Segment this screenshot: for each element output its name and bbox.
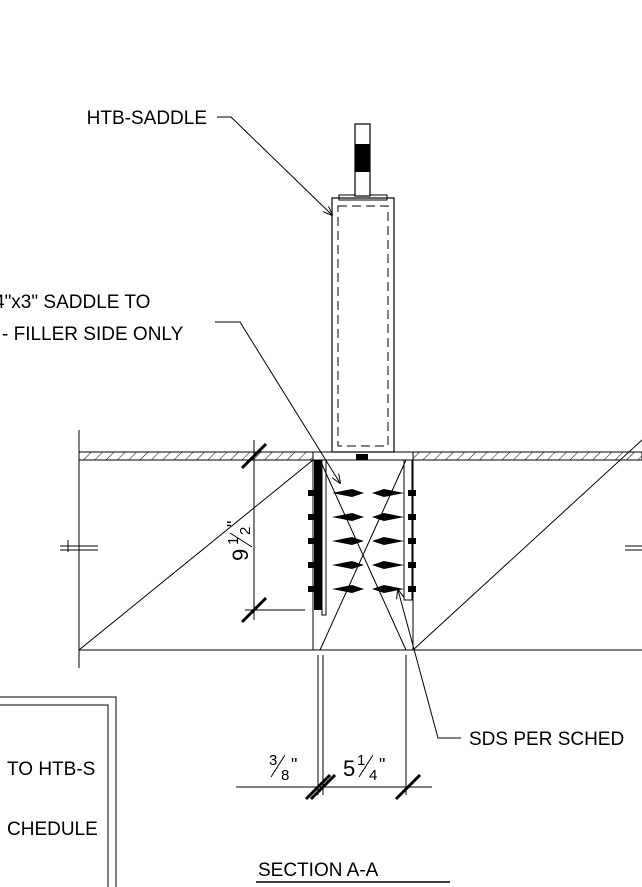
threaded-rod — [354, 123, 371, 197]
height-whole: 9 — [228, 549, 253, 561]
screws — [308, 489, 416, 593]
height-num: 1 — [225, 537, 242, 545]
height-dim-text: 9 1 2 " — [224, 521, 254, 561]
screw-row-3 — [308, 537, 416, 545]
sds-note: SDS PER SCHED — [469, 729, 624, 750]
screw-row-1 — [308, 489, 416, 497]
saddle-note-line2: - FILLER SIDE ONLY — [2, 324, 184, 345]
main-width-den: 4 — [369, 767, 377, 784]
main-width-whole: 5 — [343, 756, 355, 781]
height-unit: " — [224, 521, 244, 527]
left-width-unit: " — [291, 755, 297, 775]
leaders — [215, 116, 461, 739]
left-width-den: 8 — [281, 767, 289, 784]
box-text-line2: CHEDULE — [7, 819, 98, 840]
main-width-unit: " — [379, 755, 385, 775]
left-width-text: 3 8 " — [269, 752, 297, 784]
beam — [60, 430, 642, 668]
post — [331, 194, 395, 453]
screw-row-4 — [308, 561, 416, 569]
height-den: 2 — [237, 527, 254, 535]
section-title: SECTION A-A — [258, 860, 379, 881]
screw-row-2 — [308, 513, 416, 521]
saddle-note-line1: 4"x3" SADDLE TO — [0, 292, 150, 313]
main-width-text: 5 1 4 " — [343, 752, 385, 784]
main-width-num: 1 — [357, 752, 365, 769]
left-width-num: 3 — [269, 752, 277, 769]
deck — [78, 451, 642, 461]
htb-saddle-label: HTB-SADDLE — [87, 108, 207, 129]
note-box — [0, 696, 117, 887]
height-dimension — [240, 440, 313, 624]
screw-row-5 — [308, 585, 416, 593]
saddle-plates — [314, 459, 413, 616]
width-dimension — [236, 655, 432, 801]
box-text-line1: TO HTB-S — [7, 759, 95, 780]
